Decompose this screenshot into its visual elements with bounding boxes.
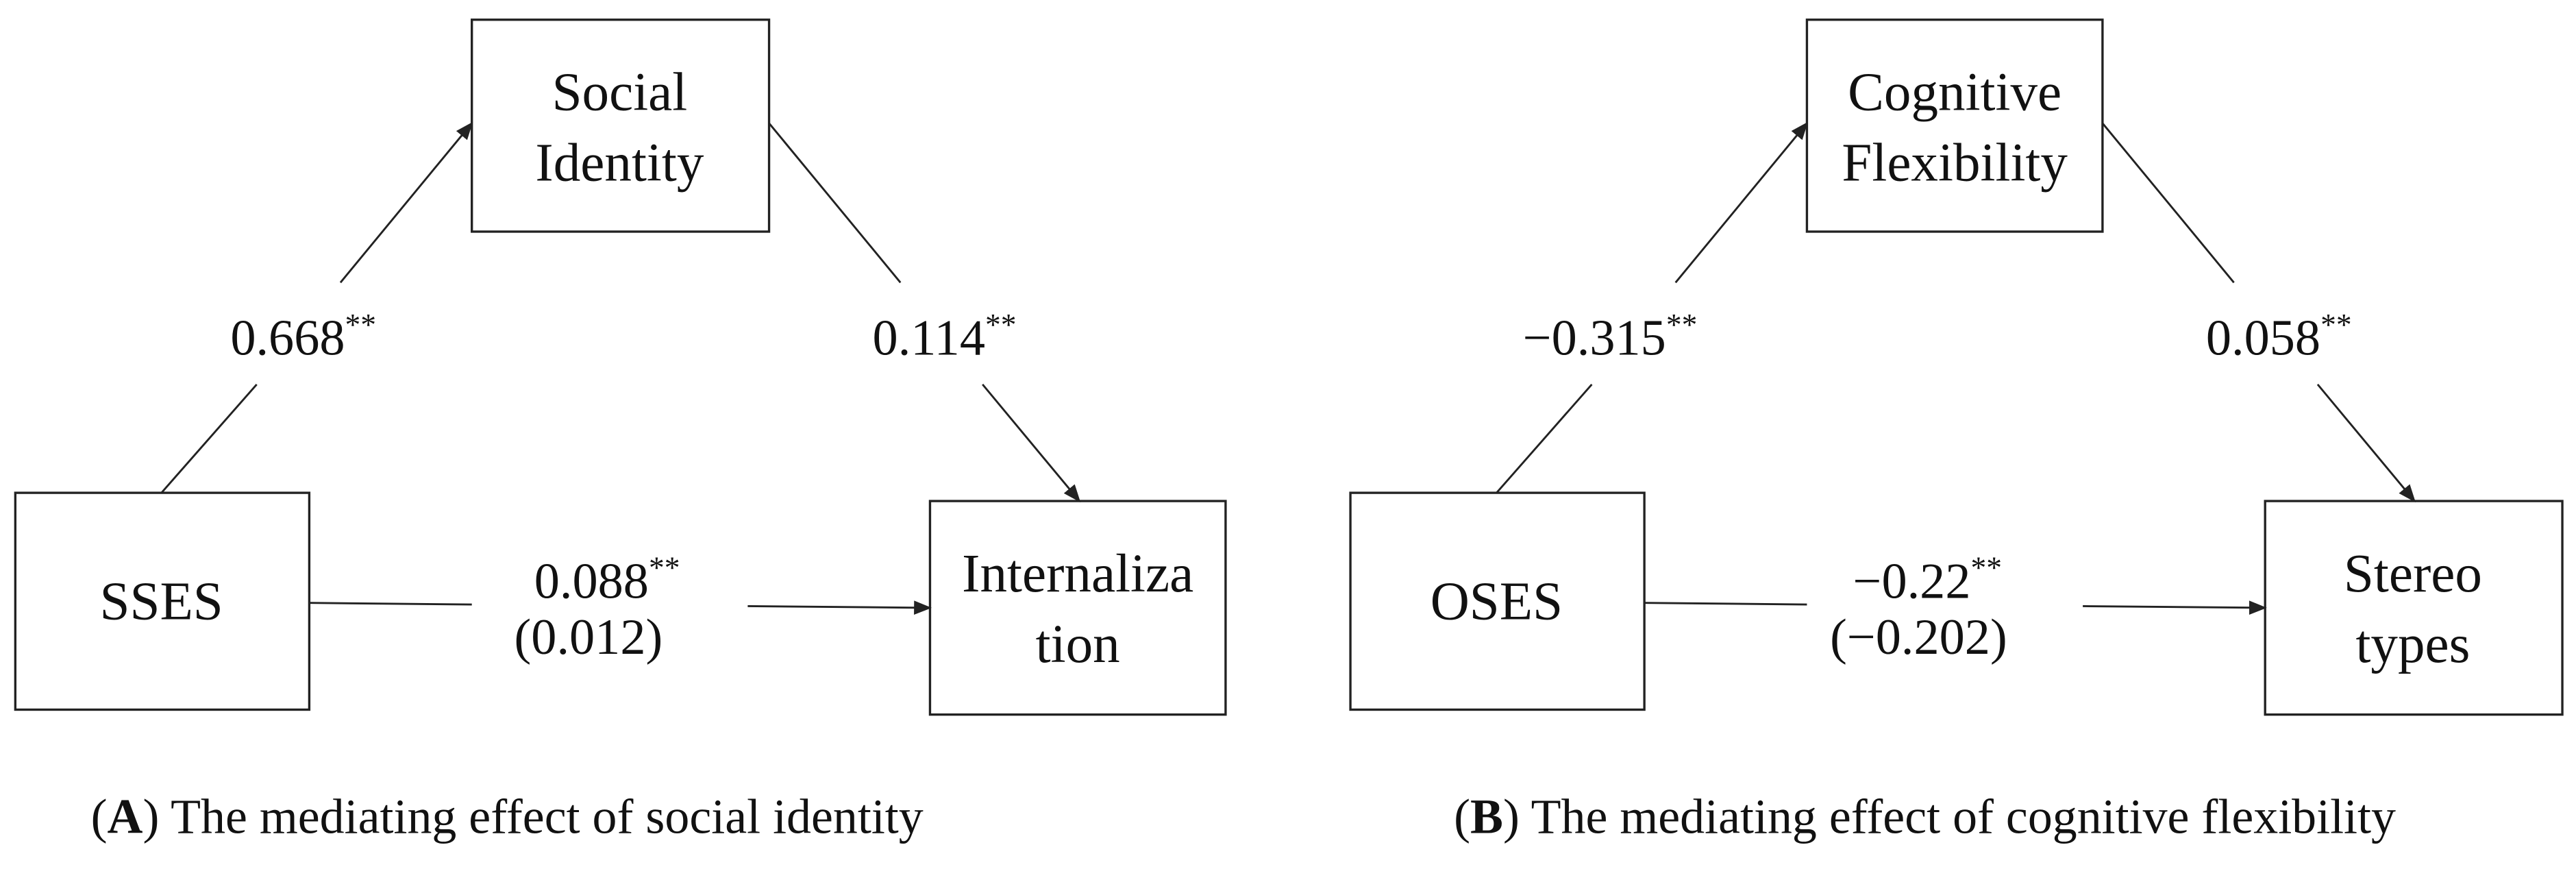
path-c-direct-coefficient: (−0.202) bbox=[1830, 609, 2007, 665]
predictor-label: OSES bbox=[1431, 572, 1563, 632]
path-c-line-left bbox=[309, 602, 472, 606]
path-a-arrow bbox=[1674, 121, 1809, 284]
mediator-label-line1: Social bbox=[552, 63, 688, 123]
path-c-total-coefficient: 0.088** bbox=[534, 550, 680, 610]
outcome-label-line2: types bbox=[2355, 615, 2470, 674]
path-b-arrow bbox=[2316, 383, 2416, 503]
caption-a: (A) The mediating effect of social ident… bbox=[91, 789, 924, 844]
mediator-label-line2: Identity bbox=[535, 134, 704, 193]
mediator-box-social-identity bbox=[471, 19, 771, 233]
outcome-box-internalization bbox=[928, 500, 1227, 716]
panel-b: Cognitive Flexibility OSES Stereo types … bbox=[1349, 19, 2564, 844]
outcome-label-line2: tion bbox=[1036, 615, 1120, 674]
outcome-label-line1: Internaliza bbox=[962, 544, 1193, 604]
path-b-coefficient: 0.114** bbox=[873, 307, 1017, 367]
panel-a: Social Identity SSES Internaliza tion 0.… bbox=[14, 19, 1227, 844]
path-b-line-upper bbox=[768, 122, 902, 284]
path-c-line-left bbox=[1644, 602, 1807, 606]
outcome-box-stereotypes bbox=[2264, 500, 2564, 716]
path-a-arrow bbox=[339, 121, 473, 284]
outcome-label-line1: Stereo bbox=[2344, 544, 2482, 604]
path-a-coefficient: 0.668** bbox=[230, 307, 376, 367]
path-a-line-lower bbox=[160, 383, 258, 494]
path-c-arrow bbox=[747, 600, 932, 615]
mediator-label-line1: Cognitive bbox=[1848, 63, 2061, 123]
path-b-line-upper bbox=[2101, 122, 2235, 284]
mediator-box-cognitive-flexibility bbox=[1805, 19, 2104, 233]
predictor-box-oses bbox=[1349, 491, 1646, 711]
path-c-total-coefficient: −0.22** bbox=[1853, 550, 2002, 610]
path-b-coefficient: 0.058** bbox=[2206, 307, 2352, 367]
mediator-label-line2: Flexibility bbox=[1842, 134, 2068, 193]
path-c-direct-coefficient: (0.012) bbox=[515, 609, 663, 665]
path-a-line-lower bbox=[1496, 383, 1593, 494]
path-c-arrow bbox=[2083, 600, 2267, 615]
predictor-box-sses bbox=[14, 491, 311, 711]
path-b-arrow bbox=[982, 383, 1081, 503]
predictor-label: SSES bbox=[100, 572, 223, 632]
path-a-coefficient: −0.315** bbox=[1523, 307, 1698, 367]
caption-b: (B) The mediating effect of cognitive fl… bbox=[1454, 789, 2396, 844]
